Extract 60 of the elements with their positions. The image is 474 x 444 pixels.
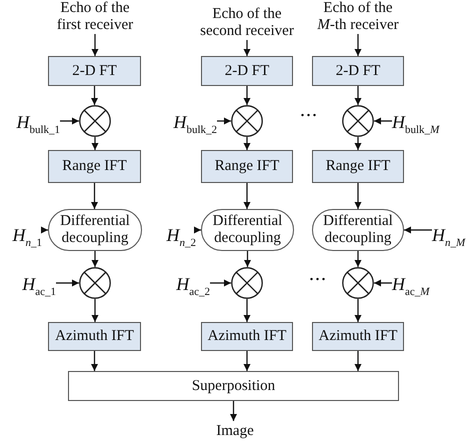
process-box: 2-D FT (48, 56, 141, 86)
arrow (244, 137, 250, 150)
function-label: H$_{ac_1}$ (14, 270, 56, 298)
arrow (244, 299, 250, 322)
ellipsis: ··· (298, 108, 319, 125)
arrow (92, 137, 98, 150)
multiplier-circle (79, 267, 111, 299)
arrow (354, 299, 362, 322)
arrow (92, 299, 98, 322)
function-label: H$_{bulk_1}$ (8, 108, 60, 136)
input-label: Echo of the M-th receiver (313, 0, 403, 34)
arrow (92, 34, 98, 56)
ellipsis: ··· (308, 272, 328, 289)
process-box: Range IFT (201, 150, 293, 183)
function-label: H$_{ac_2}$ (166, 270, 210, 298)
arrow (56, 280, 79, 286)
arrow (244, 40, 250, 56)
multiplier-circle (231, 105, 263, 137)
multiplier-circle (342, 105, 374, 137)
process-box: Azimuth IFT (312, 322, 404, 351)
arrow (354, 351, 362, 371)
process-box: 2-D FT (201, 56, 293, 86)
arrow (91, 351, 98, 371)
arrow (374, 118, 392, 124)
process-box: Superposition (68, 371, 399, 401)
input-label: Image (200, 421, 270, 441)
process-box: Differential decoupling (312, 209, 404, 251)
input-label: Echo of the first receiver (50, 0, 140, 34)
arrow (354, 251, 362, 267)
process-box: Range IFT (312, 150, 404, 183)
process-box: Azimuth IFT (48, 322, 141, 351)
arrow (354, 86, 362, 105)
process-box: 2-D FT (312, 56, 404, 86)
multiplier-circle (79, 105, 111, 137)
arrow (91, 86, 98, 105)
arrow (354, 183, 362, 209)
multiplier-circle (342, 267, 374, 299)
arrow (92, 251, 98, 267)
arrow (210, 280, 231, 286)
function-label: H$_{bulk_2}$ (162, 108, 217, 136)
process-box: Differential decoupling (201, 209, 294, 251)
process-box: Azimuth IFT (201, 322, 293, 351)
arrow (244, 183, 250, 209)
arrow (404, 226, 432, 234)
arrow (354, 34, 362, 56)
arrow (217, 118, 231, 124)
process-box: Differential decoupling (48, 209, 142, 251)
arrow (244, 351, 250, 371)
input-label: Echo of the second receiver (195, 6, 299, 40)
arrow (230, 401, 237, 421)
arrow (354, 137, 362, 150)
arrow (244, 251, 251, 267)
arrow (244, 86, 250, 105)
process-box: Range IFT (48, 150, 141, 183)
arrow (374, 280, 392, 286)
arrow (91, 183, 98, 209)
arrow (60, 118, 79, 124)
arrow (194, 226, 201, 234)
arrow (41, 226, 48, 234)
multiplier-circle (231, 267, 263, 299)
